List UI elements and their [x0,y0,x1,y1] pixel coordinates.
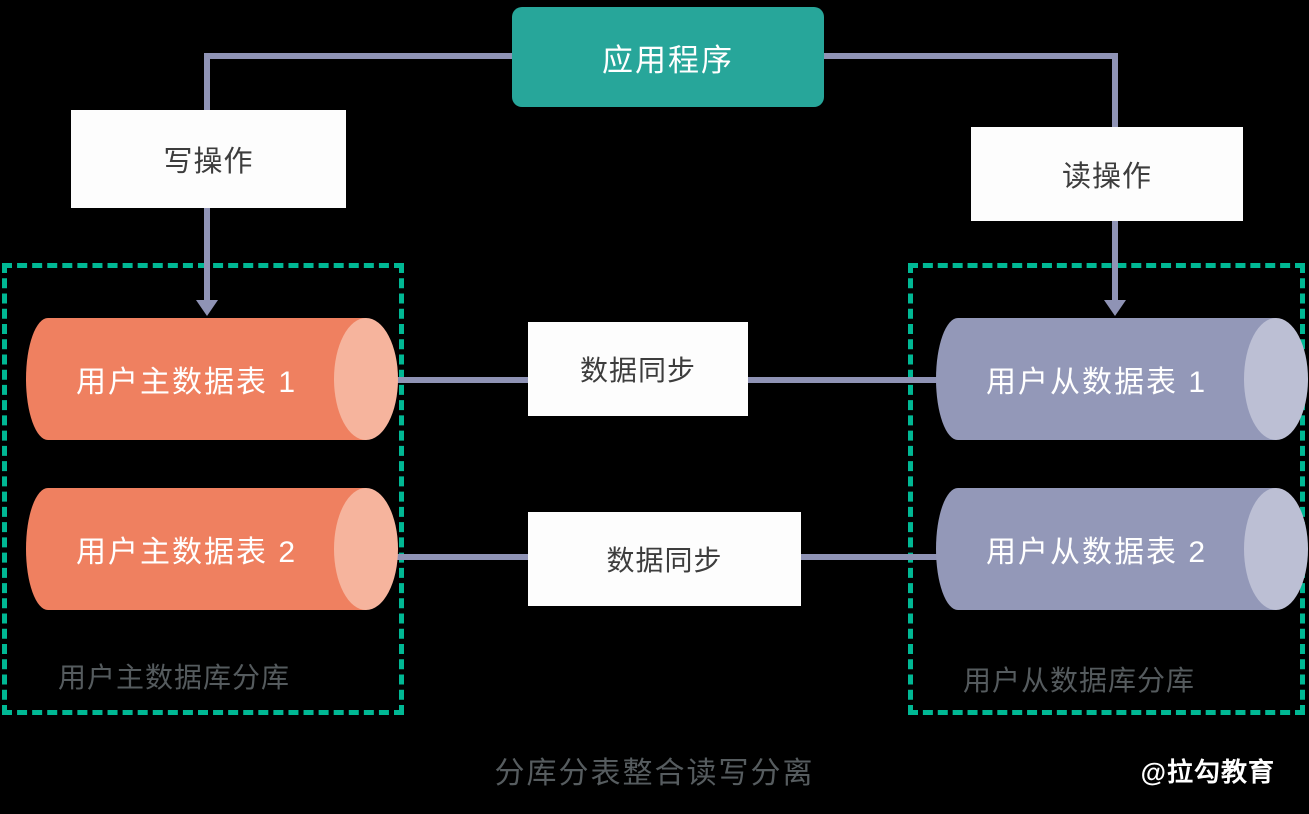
connector-read-to-slave-vertical [1112,219,1118,309]
connector-sync-1-left [366,377,534,383]
master-table-2-label: 用户主数据表 2 [76,536,298,569]
cylinder-body [48,488,366,610]
connector-sync-2-left [366,554,534,560]
cylinder-right-cap [334,318,398,440]
write-operation-label-box: 写操作 [71,110,346,208]
data-sync-label-box-2: 数据同步 [528,512,801,606]
read-operation-label-box: 读操作 [971,127,1243,221]
connector-app-to-write-vertical [204,53,210,113]
cylinder-body [48,318,366,440]
data-sync-label-2: 数据同步 [606,545,723,576]
connector-app-to-read-vertical [1112,53,1118,131]
slave-table-1-label: 用户从数据表 1 [986,366,1208,399]
group-caption-master-shard: 用户主数据库分库 [58,662,291,693]
application-node[interactable]: 应用程序 [512,7,824,107]
application-label: 应用程序 [602,42,734,78]
read-operation-label: 读操作 [1061,161,1152,193]
group-caption-slave-shard: 用户从数据库分库 [963,665,1196,696]
cylinder-body [958,488,1276,610]
data-sync-label-1: 数据同步 [579,355,696,386]
cylinder-left-cap [936,318,980,440]
group-box-master-shard [2,263,404,715]
cylinder-right-cap [1244,488,1308,610]
data-sync-label-box-1: 数据同步 [528,322,748,416]
arrowhead-read-to-slave [1104,300,1126,316]
figure-caption: 分库分表整合读写分离 [494,757,815,790]
connector-sync-1-right [744,377,955,383]
master-table-1-node[interactable]: 用户主数据表 1 [26,318,398,440]
watermark: @拉勾教育 [1140,757,1275,787]
master-table-2-node[interactable]: 用户主数据表 2 [26,488,398,610]
connector-app-to-write-horizontal [207,53,515,59]
cylinder-left-cap [26,318,70,440]
cylinder-right-cap [334,488,398,610]
connector-sync-2-right [797,554,955,560]
cylinder-left-cap [936,488,980,610]
slave-table-2-label: 用户从数据表 2 [986,536,1208,569]
connector-write-to-master-vertical [204,206,210,309]
connector-app-to-read-horizontal [821,53,1118,59]
group-box-slave-shard [908,263,1305,715]
slave-table-1-node[interactable]: 用户从数据表 1 [936,318,1308,440]
cylinder-body [958,318,1276,440]
cylinder-left-cap [26,488,70,610]
write-operation-label: 写操作 [163,146,254,178]
arrowhead-write-to-master [196,300,218,316]
slave-table-2-node[interactable]: 用户从数据表 2 [936,488,1308,610]
cylinder-right-cap [1244,318,1308,440]
master-table-1-label: 用户主数据表 1 [76,366,298,399]
